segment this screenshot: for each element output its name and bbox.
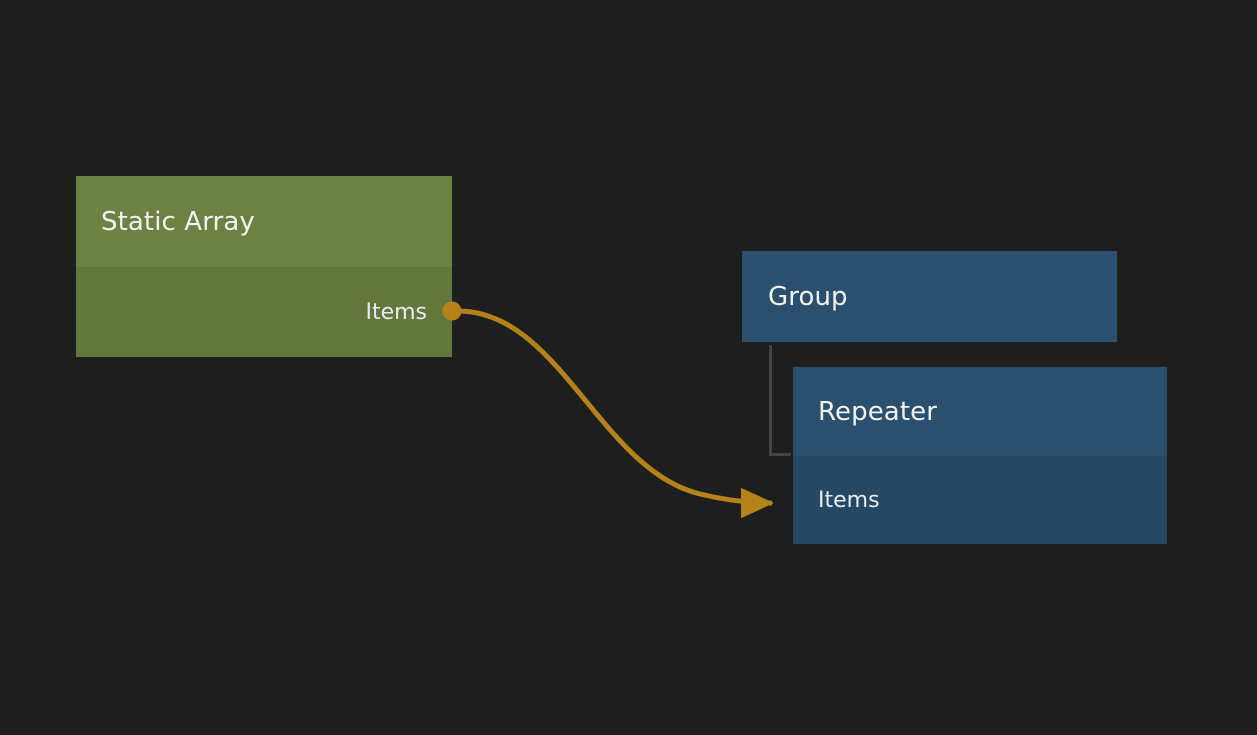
node-static-array[interactable]: Static Array Items bbox=[76, 176, 452, 357]
node-group[interactable]: Group bbox=[742, 251, 1117, 342]
node-repeater-title: Repeater bbox=[818, 396, 938, 427]
port-label-static-array-items: Items bbox=[365, 299, 427, 325]
group-to-repeater-bracket bbox=[769, 345, 791, 456]
port-row-repeater-items[interactable]: Items bbox=[818, 488, 1167, 513]
node-group-header[interactable]: Group bbox=[742, 251, 1117, 342]
port-label-repeater-items: Items bbox=[818, 487, 880, 513]
node-group-title: Group bbox=[768, 281, 848, 312]
node-repeater[interactable]: Repeater Items bbox=[793, 367, 1167, 544]
node-static-array-title: Static Array bbox=[101, 206, 255, 237]
node-static-array-header[interactable]: Static Array bbox=[76, 176, 452, 267]
connection-static-array-items-to-repeater-items[interactable] bbox=[457, 308, 775, 519]
port-row-static-array-items[interactable]: Items bbox=[76, 300, 427, 325]
node-repeater-body: Items bbox=[793, 456, 1167, 544]
node-static-array-body: Items bbox=[76, 267, 452, 357]
node-repeater-header[interactable]: Repeater bbox=[793, 367, 1167, 456]
